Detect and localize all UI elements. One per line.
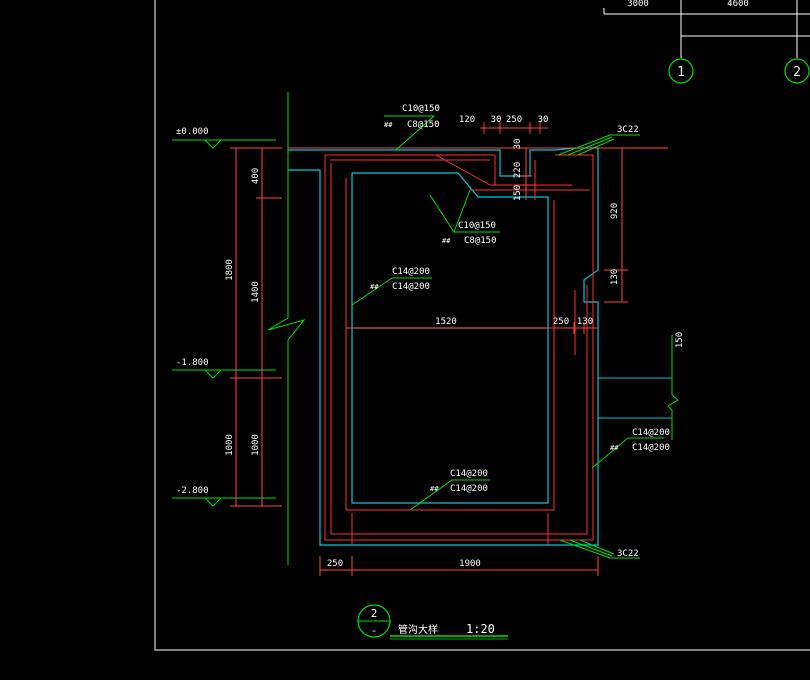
grid-axes: 3000 4600 1 2 [603, 0, 810, 84]
dim-bottom-250: 250 [327, 559, 343, 569]
dim-inner-250: 250 [553, 317, 569, 327]
dim-right-130: 130 [610, 269, 620, 285]
rebar-leaders [351, 115, 664, 559]
axis-bubble-1 [668, 58, 694, 84]
dim-right-150: 150 [675, 332, 685, 348]
label-bottom-slab-2: C14@200 [450, 484, 488, 494]
label-bottom-slab-1: C14@200 [450, 469, 488, 479]
pipe-break-line [667, 335, 679, 440]
label-top-slab-1: C10@150 [402, 104, 440, 114]
label-right-wall-prefix: ## [610, 444, 619, 452]
dim-top-30b: 30 [538, 115, 549, 125]
label-right-wall-1: C14@200 [632, 428, 670, 438]
rebar-lines [324, 154, 594, 545]
label-left-wall-2: C14@200 [392, 282, 430, 292]
axis-label-1: 1 [677, 65, 685, 80]
title-sheet: - [371, 624, 378, 637]
detail-title [357, 604, 508, 640]
axis-label-2: 2 [793, 65, 801, 80]
grid-dim-4600: 4600 [727, 0, 749, 9]
dim-left-1800: 1800 [225, 259, 235, 281]
sheet-frame [154, 0, 810, 651]
label-right-wall-2: C14@200 [632, 443, 670, 453]
dim-left-1000-outer: 1000 [225, 434, 235, 456]
dim-left-1400: 1400 [251, 281, 261, 303]
side-pipe [598, 377, 672, 419]
grid-dim-3000: 3000 [627, 0, 649, 9]
dim-top-250: 250 [506, 115, 522, 125]
label-bottom-slab-prefix: ## [430, 485, 439, 493]
level-bottom: -2.800 [176, 486, 209, 496]
dim-notch-30: 30 [513, 139, 523, 150]
dim-top-30a: 30 [491, 115, 502, 125]
label-top-slab-prefix: ## [384, 121, 393, 129]
axis-bubble-2 [784, 58, 810, 84]
level-top: ±0.000 [176, 127, 209, 137]
title-name: 管沟大样 [398, 623, 438, 636]
ground-break-line [267, 92, 306, 565]
label-left-wall-prefix: ## [370, 283, 379, 291]
concrete-outline [288, 147, 599, 546]
dim-left-400: 400 [251, 168, 261, 184]
dim-top-120: 120 [459, 115, 475, 125]
level-mid: -1.800 [176, 358, 209, 368]
bottom-dimensions [319, 556, 599, 576]
dim-notch-220: 220 [513, 162, 523, 178]
label-corner-top: 3C22 [617, 125, 639, 135]
label-corner-bottom: 3C22 [617, 549, 639, 559]
dim-notch-150: 150 [513, 185, 523, 201]
title-number: 2 [371, 607, 378, 620]
label-chamfer-prefix: ## [442, 237, 451, 245]
dim-left-1000-inner: 1000 [251, 434, 261, 456]
dim-right-920: 920 [610, 203, 620, 219]
label-chamfer-1: C10@150 [458, 221, 496, 231]
dim-bottom-1900: 1900 [459, 559, 481, 569]
dim-inner-1520: 1520 [435, 317, 457, 327]
label-top-slab-2: C8@150 [407, 120, 440, 130]
top-dimensions [288, 122, 668, 303]
level-markers: ±0.000 -1.800 -2.800 [172, 127, 276, 507]
label-chamfer-2: C8@150 [464, 236, 497, 246]
inner-dimensions [346, 322, 598, 334]
label-left-wall-1: C14@200 [392, 267, 430, 277]
left-dimensions [230, 147, 282, 507]
dim-inner-130: 130 [577, 317, 593, 327]
title-scale: 1:20 [466, 622, 495, 636]
